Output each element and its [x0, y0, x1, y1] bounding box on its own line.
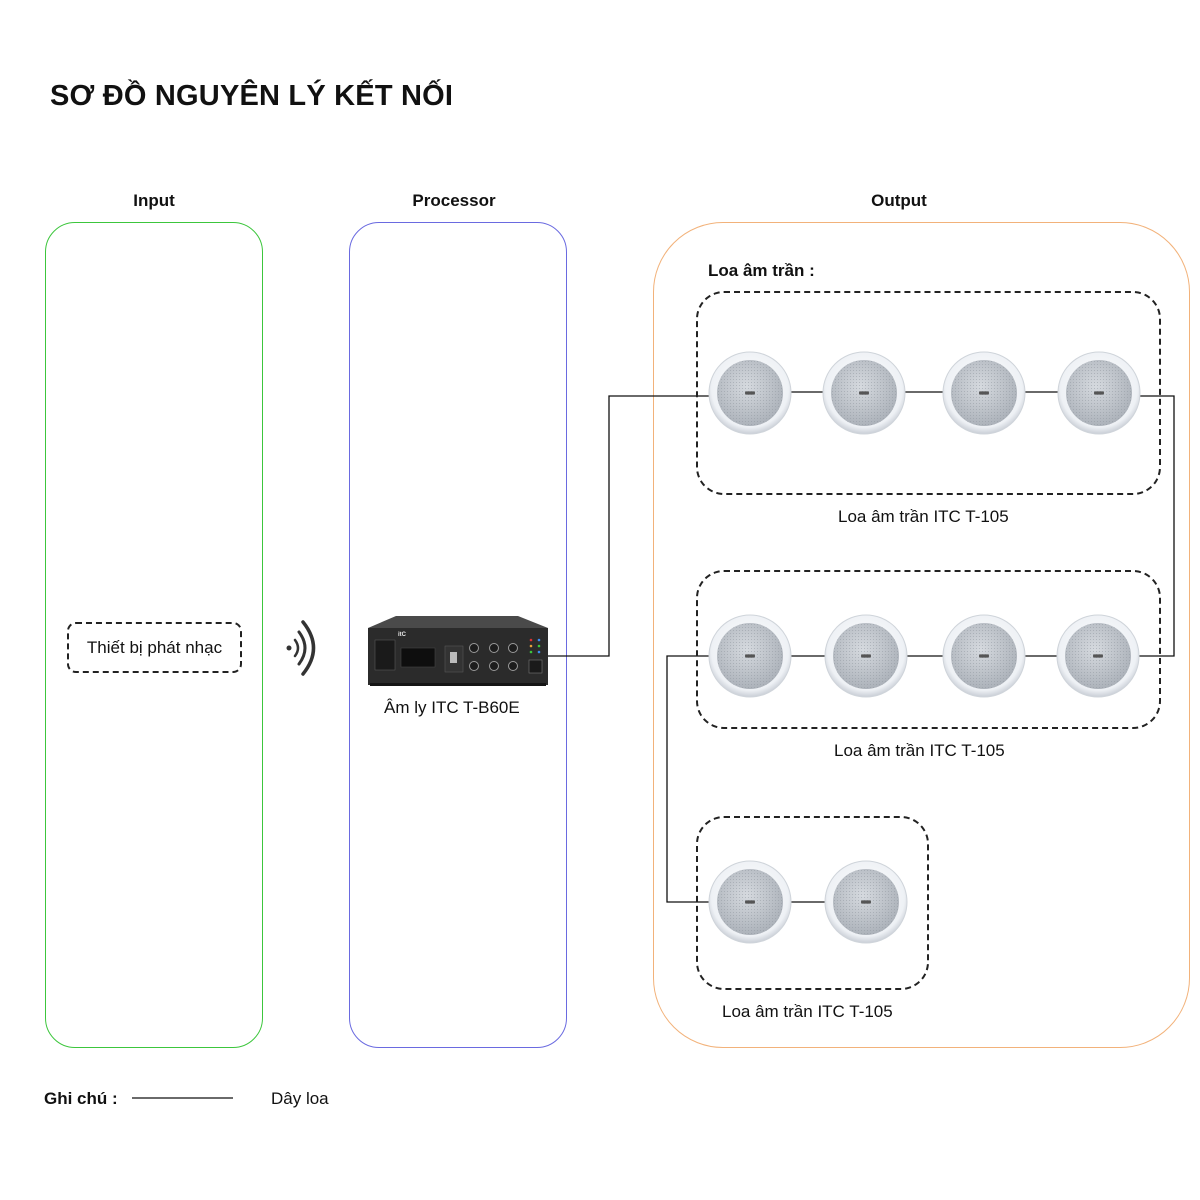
- speaker-group-2-label: Loa âm trần ITC T-105: [834, 741, 1005, 760]
- ceiling-speaker-icon: [824, 614, 908, 698]
- processor-column-heading: Processor: [412, 191, 496, 210]
- legend-wire-label: Dây loa: [271, 1089, 329, 1108]
- ceiling-speaker-icon: [708, 614, 792, 698]
- ceiling-speaker-icon: [708, 351, 792, 435]
- amplifier-label: Âm ly ITC T-B60E: [384, 698, 520, 717]
- music-player-label: Thiết bị phát nhạc: [86, 637, 223, 657]
- speaker-group-1: [708, 351, 1141, 435]
- input-panel: [45, 222, 263, 1048]
- legend-label: Ghi chú :: [44, 1089, 118, 1108]
- ceiling-speaker-icon: [708, 860, 792, 944]
- speaker-group-3: [708, 860, 908, 944]
- speaker-group-1-label: Loa âm trần ITC T-105: [838, 507, 1009, 526]
- speaker-group-3-box: [696, 816, 929, 990]
- output-column-heading: Output: [871, 191, 927, 210]
- speaker-group-3-label: Loa âm trần ITC T-105: [722, 1002, 893, 1021]
- page-title: SƠ ĐỒ NGUYÊN LÝ KẾT NỐI: [50, 80, 454, 112]
- ceiling-speaker-icon: [942, 614, 1026, 698]
- output-panel: [653, 222, 1190, 1048]
- input-column-heading: Input: [133, 191, 175, 210]
- ceiling-speaker-icon: [1056, 614, 1140, 698]
- ceiling-speaker-icon: [1057, 351, 1141, 435]
- processor-panel: [349, 222, 567, 1048]
- output-section-label: Loa âm trần :: [708, 261, 815, 280]
- music-player-device: Thiết bị phát nhạc: [67, 622, 242, 673]
- wireless-signal-icon: [286, 620, 316, 676]
- amplifier-icon: itC: [368, 616, 548, 686]
- wires: [548, 391, 1175, 903]
- speaker-group-2: [708, 614, 1140, 698]
- ceiling-speaker-icon: [822, 351, 906, 435]
- speaker-group-2-box: [696, 570, 1161, 729]
- ceiling-speaker-icon: [824, 860, 908, 944]
- amplifier-brand-mark: itC: [398, 632, 407, 638]
- speaker-group-1-box: [696, 291, 1161, 495]
- ceiling-speaker-icon: [942, 351, 1026, 435]
